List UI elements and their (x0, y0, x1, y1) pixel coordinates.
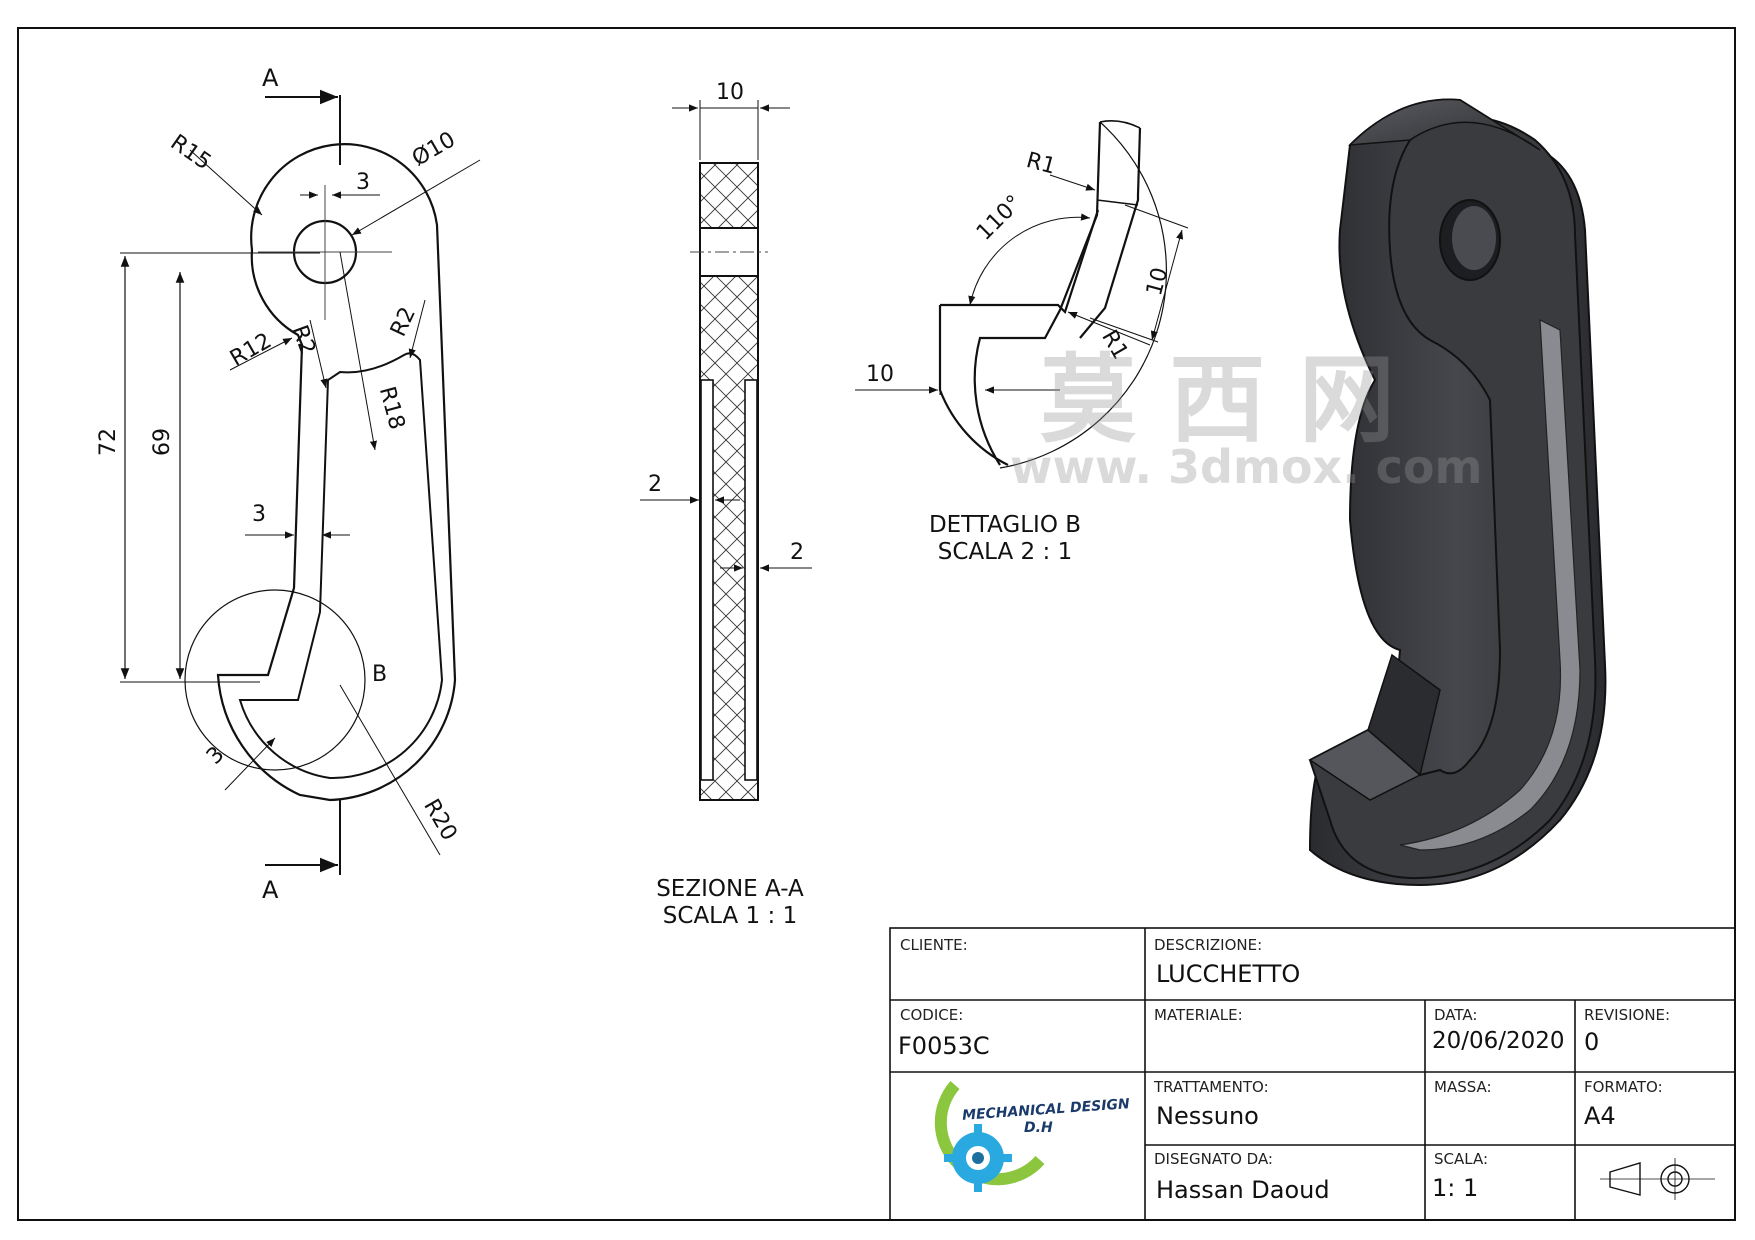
projection-symbol-icon (1600, 1158, 1715, 1200)
detail-title-line2: SCALA 2 : 1 (937, 539, 1073, 565)
massa-label: MASSA: (1434, 1078, 1492, 1096)
dim-right2: 2 (790, 540, 804, 565)
formato-label: FORMATO: (1584, 1078, 1663, 1096)
dim-ten-horiz: 10 (866, 362, 894, 387)
dim-three-mid: 3 (252, 502, 266, 527)
part-outline (216, 143, 457, 802)
codice-label: CODICE: (900, 1006, 964, 1024)
formato-value: A4 (1584, 1102, 1616, 1130)
codice-value: F0053C (898, 1032, 990, 1060)
section-title-line2: SCALA 1 : 1 (662, 903, 798, 929)
dim-left2: 2 (648, 472, 662, 497)
detail-title-line1: DETTAGLIO B (928, 512, 1082, 538)
detail-title: DETTAGLIO B SCALA 2 : 1 (905, 512, 1105, 566)
revisione-label: REVISIONE: (1584, 1006, 1671, 1024)
detail-letter: B (372, 662, 388, 687)
detail-circle-b (184, 589, 366, 771)
dim-width10: 10 (716, 80, 744, 105)
title-block-grid (889, 927, 1736, 1221)
data-label: DATA: (1434, 1006, 1478, 1024)
section-letter-bottom: A (262, 876, 279, 904)
trattamento-label: TRATTAMENTO: (1154, 1078, 1269, 1096)
materiale-label: MATERIALE: (1154, 1006, 1243, 1024)
detail-view (855, 120, 1189, 469)
section-view (640, 100, 812, 801)
descrizione-label: DESCRIZIONE: (1154, 936, 1263, 954)
dim-h69: 69 (150, 428, 175, 456)
descrizione-value: LUCCHETTO (1156, 960, 1301, 988)
cliente-label: CLIENTE: (900, 936, 968, 954)
disegnato-label: DISEGNATO DA: (1154, 1150, 1273, 1168)
pocket-outline (238, 352, 444, 780)
dim-h72: 72 (96, 428, 121, 456)
revisione-value: 0 (1584, 1028, 1600, 1056)
data-value: 20/06/2020 (1432, 1028, 1565, 1054)
dim-three-top: 3 (356, 170, 370, 195)
section-title: SEZIONE A-A SCALA 1 : 1 (640, 876, 820, 930)
trattamento-value: Nessuno (1156, 1102, 1259, 1130)
front-view (120, 89, 481, 875)
scala-label: SCALA: (1434, 1150, 1489, 1168)
scala-value: 1: 1 (1432, 1174, 1479, 1202)
section-letter-top: A (262, 64, 279, 92)
section-title-line1: SEZIONE A-A (656, 876, 804, 902)
disegnato-value: Hassan Daoud (1156, 1176, 1330, 1204)
logo-line2: D.H (1024, 1120, 1053, 1136)
company-logo (934, 1081, 1045, 1192)
isometric-part (1308, 98, 1607, 887)
sheet-border (17, 27, 1736, 1221)
